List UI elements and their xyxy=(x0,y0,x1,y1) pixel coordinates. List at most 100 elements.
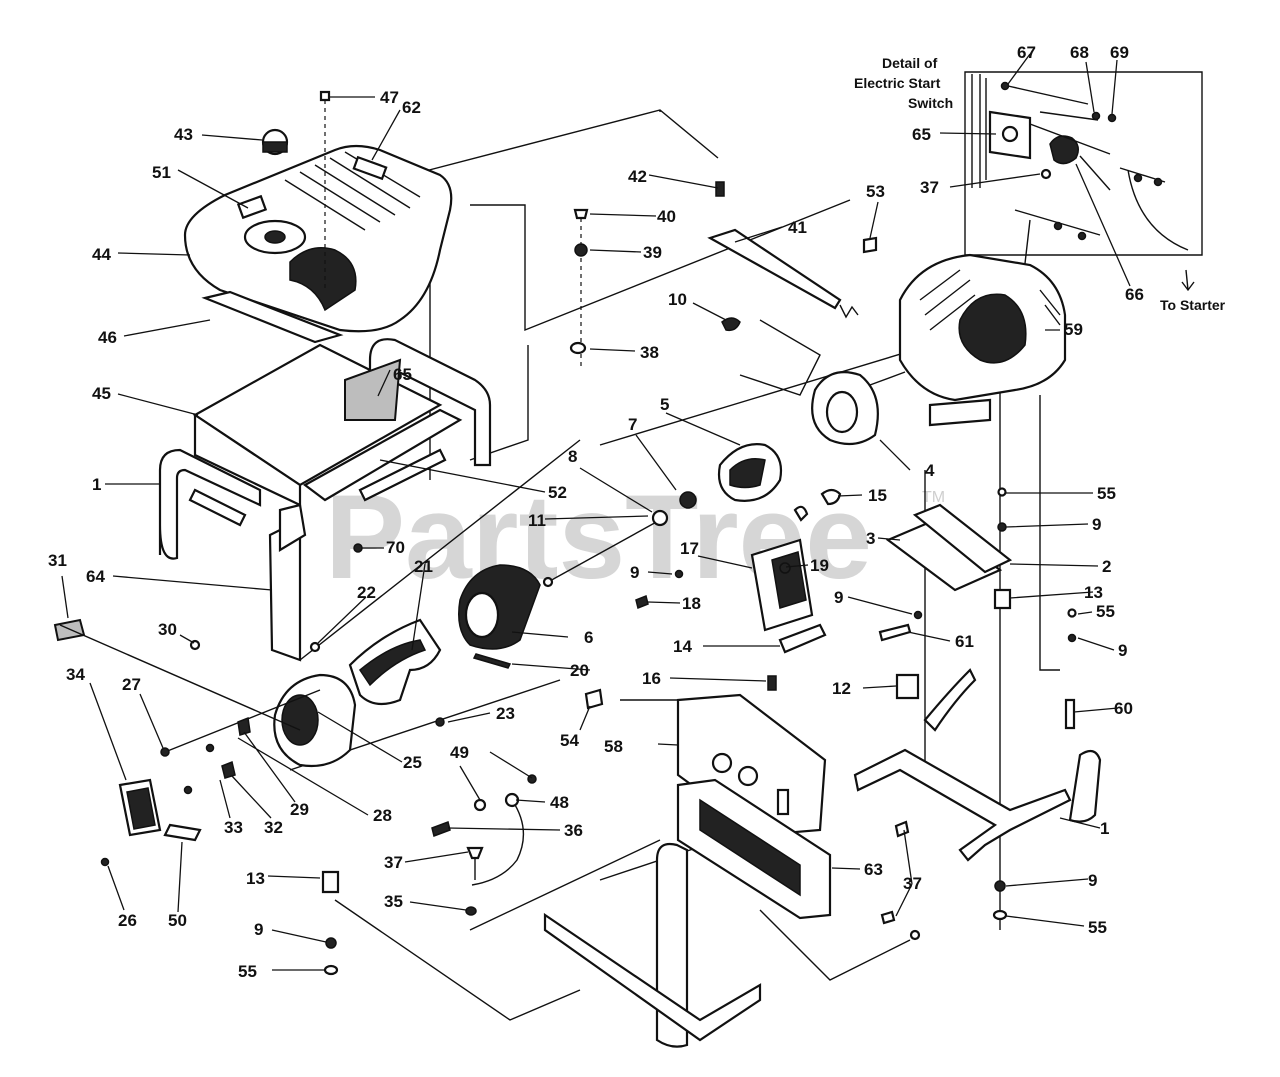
screw-27-end xyxy=(160,747,170,757)
callout-labels: 67 68 69 65 37 66 47 62 43 51 44 46 45 6… xyxy=(48,43,1144,981)
bracket-14 xyxy=(778,623,827,654)
callout-8: 8 xyxy=(568,447,577,466)
detail-nut-3 xyxy=(1053,221,1063,231)
washer-38 xyxy=(569,341,587,355)
callout-35: 35 xyxy=(384,892,403,911)
switch-mount-65 xyxy=(344,358,402,421)
cradle-channel-52 xyxy=(302,408,463,502)
callout-63: 63 xyxy=(864,860,883,879)
callout-9-middle: 9 xyxy=(630,563,639,582)
detail-to-starter-arrow xyxy=(1181,269,1195,292)
screw-37c-3 xyxy=(909,929,921,941)
control-box-group xyxy=(584,487,1077,730)
assembly-outline-lines xyxy=(289,109,1060,1021)
watermark-trademark: TM xyxy=(922,489,945,506)
bolt-61 xyxy=(878,623,912,642)
washer-55d xyxy=(992,909,1008,921)
callout-19: 19 xyxy=(810,556,829,575)
detail-screw-68 xyxy=(1091,111,1101,121)
callout-50: 50 xyxy=(168,911,187,930)
bolt-60 xyxy=(1064,698,1076,730)
detail-switch-body xyxy=(1049,135,1079,165)
bolt-37b xyxy=(466,846,484,860)
callout-55-mid: 55 xyxy=(1096,602,1115,621)
callout-68: 68 xyxy=(1070,43,1089,62)
washer-49a xyxy=(473,798,487,812)
callout-66: 66 xyxy=(1125,285,1144,304)
right-frame-upright xyxy=(923,668,977,732)
engine-59-group xyxy=(869,253,1067,427)
callout-9-left: 9 xyxy=(254,920,263,939)
washer-55c xyxy=(1067,608,1077,618)
callout-22: 22 xyxy=(357,583,376,602)
screw-23 xyxy=(435,717,445,727)
screw-16 xyxy=(767,675,777,691)
callout-7: 7 xyxy=(628,415,637,434)
callout-33: 33 xyxy=(224,818,243,837)
callout-59: 59 xyxy=(1064,320,1083,339)
detail-switch-hole xyxy=(1001,125,1019,143)
callout-17: 17 xyxy=(680,539,699,558)
washer-8 xyxy=(651,509,669,527)
callout-55-left: 55 xyxy=(238,962,257,981)
callout-9-top: 9 xyxy=(1092,515,1101,534)
bracket-32 xyxy=(221,760,236,779)
callout-45: 45 xyxy=(92,384,111,403)
callout-67: 67 xyxy=(1017,43,1036,62)
frame-foot-left xyxy=(188,488,247,527)
rear-cover-group xyxy=(53,618,321,867)
fuel-tank-filler-opening xyxy=(264,230,286,244)
callout-32: 32 xyxy=(264,818,283,837)
callout-39: 39 xyxy=(643,243,662,262)
callout-36: 36 xyxy=(564,821,583,840)
bracket-53 xyxy=(862,236,878,254)
right-frame-rail xyxy=(853,748,1072,862)
callout-20: 20 xyxy=(570,661,589,680)
bracket-64-tab xyxy=(278,503,307,552)
electric-start-switch-detail: Detail of Electric Start Switch To Start… xyxy=(854,55,1226,313)
callout-31: 31 xyxy=(48,551,67,570)
callout-27: 27 xyxy=(122,675,141,694)
nut-9e xyxy=(1067,633,1077,643)
frame-front-base xyxy=(543,912,762,1042)
right-base-frame xyxy=(309,543,1102,976)
callout-18: 18 xyxy=(682,594,701,613)
callout-46: 46 xyxy=(98,328,117,347)
engine-cylinder-head xyxy=(958,293,1027,364)
spacer-15b xyxy=(793,505,809,522)
bracket-50 xyxy=(163,823,202,842)
callout-10: 10 xyxy=(668,290,687,309)
callout-40: 40 xyxy=(657,207,676,226)
mount-13a xyxy=(321,870,340,894)
callout-2: 2 xyxy=(1102,557,1111,576)
grommet-15 xyxy=(820,488,842,506)
engine-mount xyxy=(928,398,992,427)
callout-55-bottom: 55 xyxy=(1088,918,1107,937)
detail-title-line-3: Switch xyxy=(908,95,953,111)
callout-48: 48 xyxy=(550,793,569,812)
callout-9-rail: 9 xyxy=(834,588,843,607)
callout-13-right: 13 xyxy=(1084,583,1103,602)
detail-screw-69 xyxy=(1107,113,1117,123)
tank-gasket-46 xyxy=(201,290,344,344)
spacer-11-end xyxy=(542,576,554,588)
callout-43: 43 xyxy=(174,125,193,144)
spring-20 xyxy=(472,653,512,669)
alternator-group xyxy=(273,371,879,768)
bearing-7 xyxy=(679,491,697,509)
callout-37-panel: 37 xyxy=(384,853,403,872)
callout-65-frame: 65 xyxy=(393,365,412,384)
screw-26 xyxy=(100,857,110,867)
detail-to-starter-label: To Starter xyxy=(1160,297,1226,313)
throttle-rod-41 xyxy=(707,228,842,310)
callout-14: 14 xyxy=(673,637,692,656)
detail-screw-37 xyxy=(1040,168,1052,180)
screw-36 xyxy=(431,821,451,837)
panel-58-outlet-1 xyxy=(711,752,733,774)
callout-55-top: 55 xyxy=(1097,484,1116,503)
washer-55a xyxy=(323,964,339,976)
callout-53: 53 xyxy=(866,182,885,201)
callout-38: 38 xyxy=(640,343,659,362)
detail-panel-edge xyxy=(971,74,987,188)
callout-4: 4 xyxy=(925,461,935,480)
